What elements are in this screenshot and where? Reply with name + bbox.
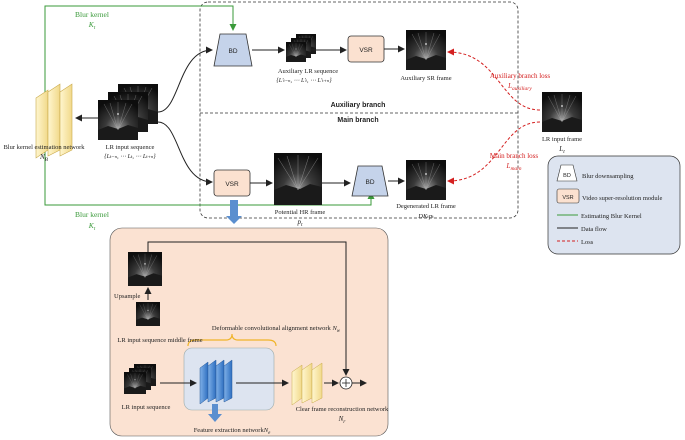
aux-branch-title: Auxiliary branch [331,102,386,109]
blue-down-arrow [226,200,242,224]
blur-est-sym: NB [39,153,49,163]
feature-down-arrow [208,404,222,422]
main-bd-label: BD [365,179,374,186]
upsample-image [127,251,163,287]
aux-sr-frame-image [405,29,447,71]
potential-hr-frame-image [274,153,322,205]
main-bd-block [351,165,389,197]
lr-input-seq-formula: {Lₜ₋ₙ, ⋯ Lₜ, ⋯ Lₜ₊ₙ} [104,154,156,160]
aux-lr-sequence-stack [285,33,317,63]
legend-vsr-icon [556,188,580,204]
degenerated-lr-formula: DKₜpₜ [417,213,434,220]
legend-bd-label: Blur downsampling [582,173,634,180]
legend-panel [547,155,681,255]
green-line-bottom [44,150,375,206]
legend-dataflow-label: Data flow [581,226,607,233]
detail-lr-seq-label: LR input sequence [122,404,171,411]
align-label: Deformable convolutional alignment netwo… [212,325,341,334]
main-loss-curve [447,121,541,185]
legend-estimating-label: Estimating Blur Kernel [581,213,642,220]
main-blur-kernel-sym: Kt [88,221,96,232]
feature-extraction-blocks [199,359,233,405]
legend-vsr-short: VSR [562,195,573,201]
dashed-frame [199,1,519,219]
degenerated-lr-label: Degenerated LR frame [396,203,456,210]
middle-frame-label: LR input sequence middle frame [117,337,202,344]
aux-loss-label: Auxiliary branch loss [490,72,551,80]
main-loss-label: Main branch loss [490,152,538,160]
lr-input-frame-image [541,91,583,133]
recon-sym: Nr [338,415,347,425]
main-loss-sym: Lmain [506,162,522,172]
main-branch-title: Main branch [337,117,378,124]
recon-label: Clear frame reconstruction network [296,406,389,413]
aux-blur-kernel-label: Blur kernel [75,10,109,19]
upsample-label: Upsample [114,293,140,300]
alignment-brace [187,333,277,347]
aux-bd-label: BD [228,48,237,55]
potential-hr-sym: pt [296,218,303,228]
potential-hr-label: Potential HR frame [275,209,326,216]
legend-bd-short: BD [563,173,571,179]
aux-lr-seq-formula: {L'ₜ₋ₙ, ⋯ L'ₜ, ⋯ L'ₜ₊ₙ} [276,78,332,84]
curve-to-aux-bd [157,46,213,113]
reconstruction-blocks [291,362,323,406]
lr-input-frame-sym: Lt [558,145,565,155]
lr-input-sequence-stack [97,83,159,141]
main-vsr-label: VSR [225,181,239,188]
curve-to-main-vsr [157,121,213,186]
green-line-top [44,5,237,94]
aux-vsr-label: VSR [359,47,373,54]
legend-bd-icon [556,164,578,182]
legend-vsr-label: Video super-resolution module [582,195,662,202]
blur-estimation-network-block [35,83,73,159]
upsample-skip-line [147,241,350,376]
lr-input-seq-label: LR input sequence [106,144,155,151]
aux-loss-sym: Lauxiliary [507,82,532,92]
aux-loss-curve [447,48,541,111]
aux-blur-kernel-sym: Kt [88,20,96,31]
aux-bd-block [213,33,253,67]
aux-sr-frame-label: Auxiliary SR frame [400,75,451,82]
main-blur-kernel-label: Blur kernel [75,210,109,219]
feature-label: Feature extraction networkNe [194,427,271,436]
degenerated-lr-image [405,159,447,201]
lr-input-frame-label: LR input frame [542,136,582,143]
aux-lr-seq-label: Auxiliary LR sequence [278,68,338,75]
legend-loss-label: Loss [581,239,594,246]
blur-est-label: Blur kernel estimation network [3,144,85,151]
middle-frame-image [135,301,161,327]
